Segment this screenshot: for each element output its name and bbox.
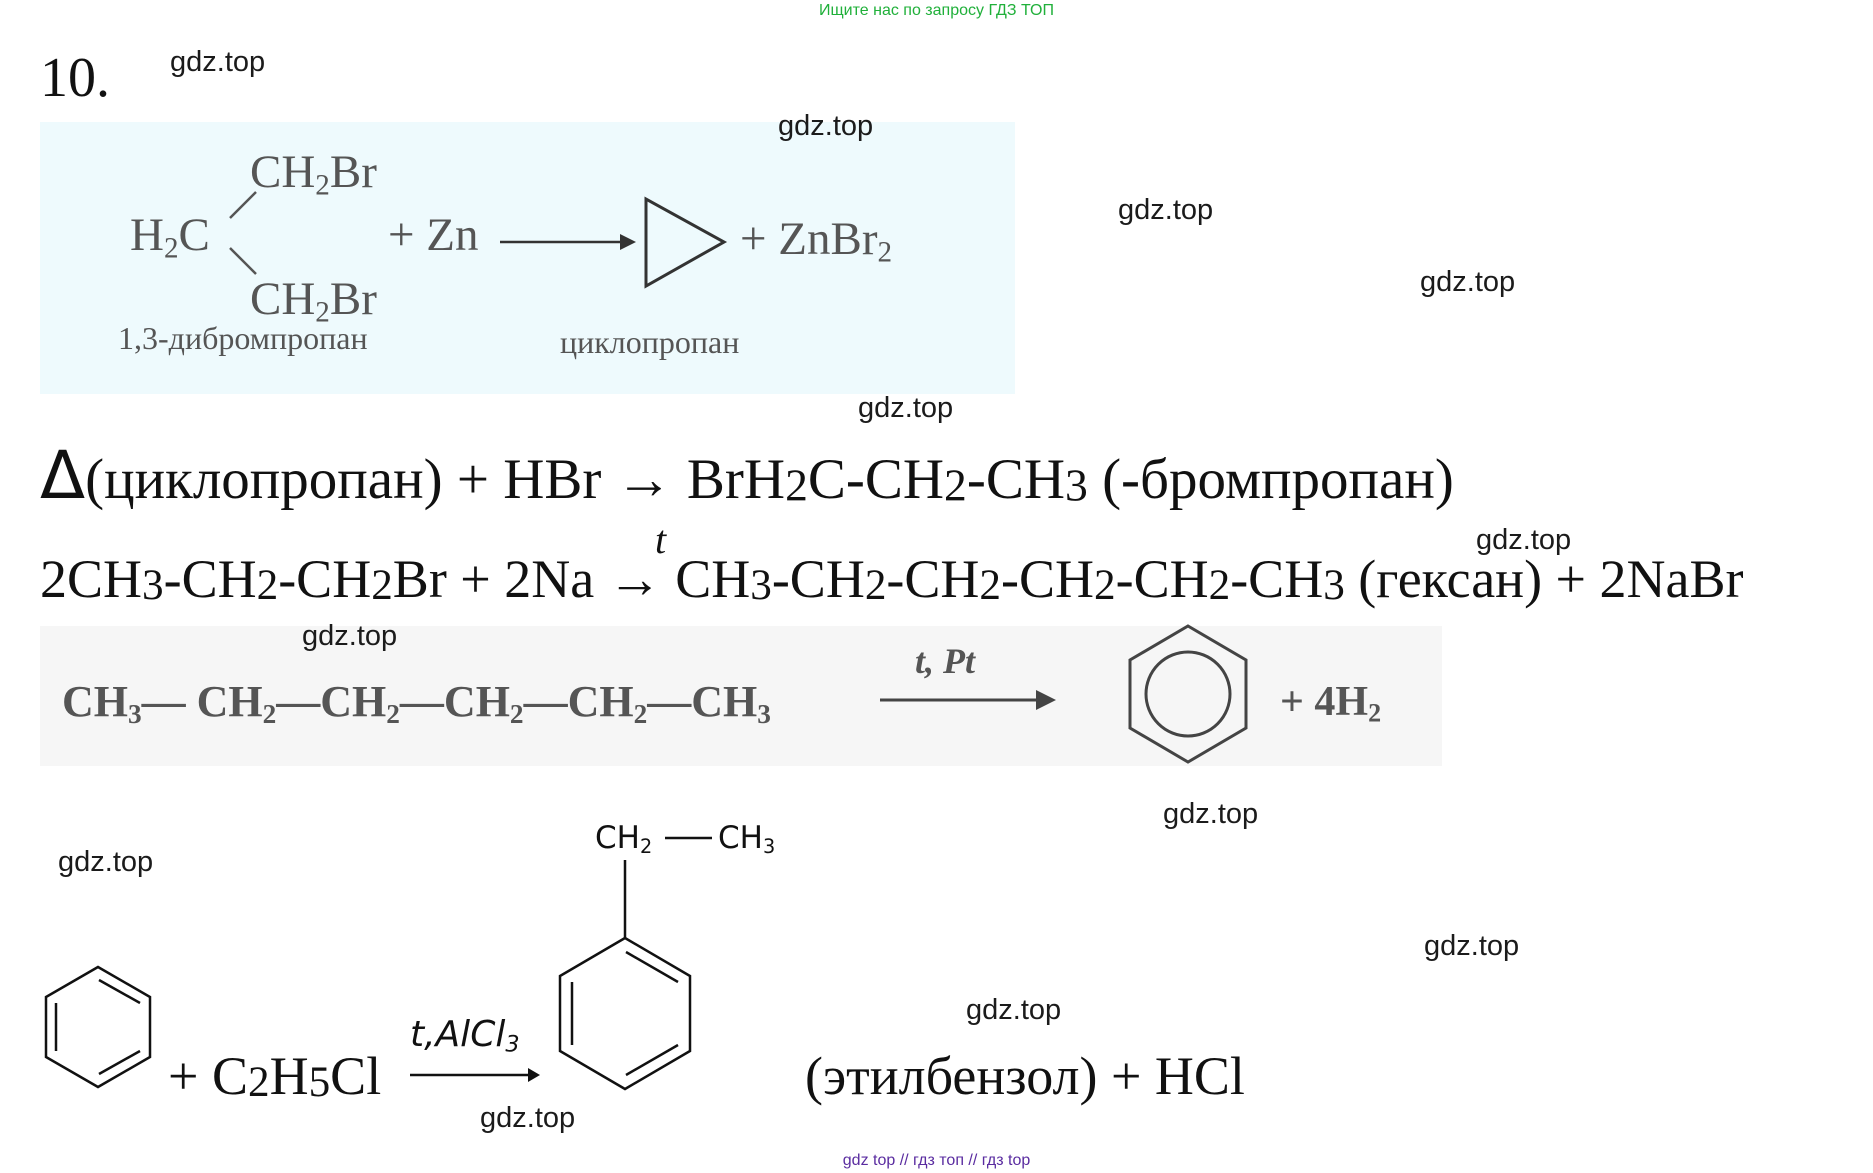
watermark: gdz.top xyxy=(1118,194,1214,226)
watermark: gdz.top xyxy=(966,994,1062,1026)
r3-condition: t xyxy=(655,517,667,562)
r5-condition: t,AlCl3 xyxy=(410,1014,520,1058)
r1-reagent: + Zn xyxy=(388,209,479,261)
footer-links[interactable]: gdz top // гдз топ // гдз top xyxy=(842,1152,1031,1169)
reaction-4-panel xyxy=(40,626,1442,766)
watermark: gdz.top xyxy=(1420,266,1516,298)
reaction-1-panel xyxy=(40,122,1015,394)
r1-center-group: H2C xyxy=(130,209,210,265)
header-search-link[interactable]: Ищите нас по запросу ГДЗ ТОП xyxy=(819,2,1054,19)
r5-product: (этилбензол) + HCl xyxy=(805,1046,1245,1106)
task-number: 10. xyxy=(40,47,110,109)
r5-reagent: + C2H5Cl xyxy=(168,1046,382,1107)
r1-bottom-group: CH2Br xyxy=(250,273,377,329)
watermark: gdz.top xyxy=(858,392,954,424)
r5-substituent-ch2: CH2 xyxy=(595,820,653,858)
reaction-2-equation: Δ(циклопропан) + HBr → BrH2C-CH2-CH3 (-б… xyxy=(40,437,1454,514)
r1-reactant-name: 1,3-дибромпропан xyxy=(118,320,368,356)
watermark: gdz.top xyxy=(1163,798,1259,830)
watermark: gdz.top xyxy=(170,46,266,78)
watermark: gdz.top xyxy=(302,620,398,652)
r5-substituent-ch3: CH3 xyxy=(718,820,776,858)
watermark: gdz.top xyxy=(778,110,874,142)
r1-top-group: CH2Br xyxy=(250,146,377,202)
watermark: gdz.top xyxy=(480,1102,576,1134)
r4-product: + 4H2 xyxy=(1280,679,1382,728)
watermark: gdz.top xyxy=(58,846,154,878)
r4-condition: t, Pt xyxy=(915,641,975,681)
watermark: gdz.top xyxy=(1424,930,1520,962)
r1-product-name: циклопропан xyxy=(560,324,740,360)
reaction-3-equation: 2CH3-CH2-CH2Br + 2Na → CH3-CH2-CH2-CH2-C… xyxy=(40,549,1744,610)
r1-product: + ZnBr2 xyxy=(740,213,893,269)
r4-chain: CH3— CH2—CH2—CH2—CH2—CH3 xyxy=(62,677,771,729)
watermark: gdz.top xyxy=(1476,524,1572,556)
